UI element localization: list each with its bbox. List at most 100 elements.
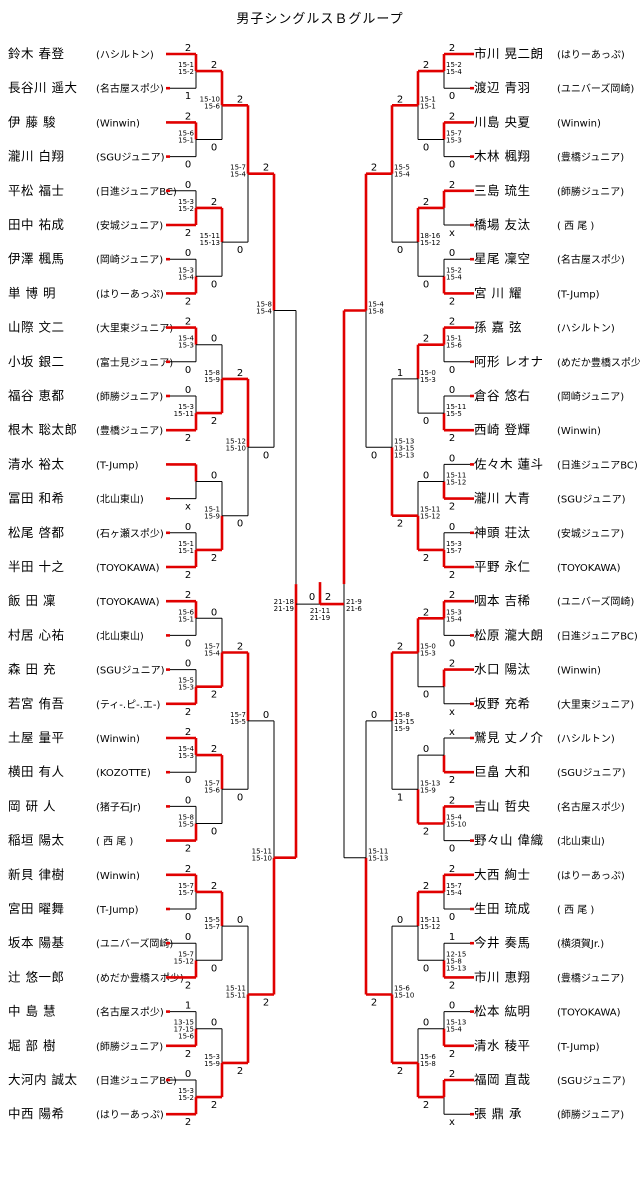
- player-name: 清水 裕太: [8, 456, 64, 471]
- set-score: 15-9: [420, 786, 436, 794]
- player-club: (名古屋スポ少): [557, 800, 625, 813]
- match-result: 0: [423, 963, 429, 974]
- set-score: 15-7: [230, 164, 246, 172]
- match-result: 0: [185, 659, 191, 670]
- final-score: 21-11: [310, 607, 330, 615]
- match-result: 2: [449, 1069, 455, 1080]
- final-score: 21-19: [310, 614, 330, 622]
- match-result: 0: [449, 385, 455, 396]
- set-score: 12-15: [446, 950, 466, 958]
- set-score: 15-6: [446, 342, 462, 350]
- player-name: 山際 文二: [8, 320, 64, 335]
- set-score: 15-7: [230, 711, 246, 719]
- player-club: (Winwin): [96, 118, 140, 129]
- player-name: 長谷川 遥大: [8, 80, 77, 95]
- match-result: 2: [423, 334, 429, 345]
- set-score: 15-1: [420, 95, 436, 103]
- match-result: 2: [423, 197, 429, 208]
- match-result: 0: [211, 963, 217, 974]
- match-result: 0: [185, 365, 191, 376]
- player-name: 孫 嘉 弦: [474, 320, 522, 335]
- player-club: (安城ジュニア): [557, 527, 624, 540]
- set-score: 15-6: [178, 130, 194, 138]
- set-score: 15-11: [226, 985, 246, 993]
- match-result: 2: [263, 163, 269, 174]
- set-score: 15-6: [204, 786, 220, 794]
- match-result: 0: [449, 248, 455, 259]
- player-name: 辻 悠一郎: [8, 969, 64, 984]
- set-score: 15-3: [178, 1087, 194, 1095]
- set-score: 15-11: [368, 848, 388, 856]
- set-score: 15-7: [178, 889, 194, 897]
- player-name: 田中 祐成: [8, 217, 64, 232]
- set-score: 15-3: [420, 376, 436, 384]
- match-result: 2: [185, 707, 191, 718]
- match-result: 2: [397, 642, 403, 653]
- player-club: (岡崎ジュニア): [557, 390, 624, 403]
- player-club: (名古屋スポ少): [96, 1006, 164, 1019]
- match-result: 2: [237, 94, 243, 105]
- set-score: 21-9: [346, 598, 362, 606]
- set-score: 15-9: [394, 725, 410, 733]
- player-club: (横須賀Jr.): [557, 937, 604, 950]
- set-score: 15-0: [420, 643, 436, 651]
- set-score: 15-11: [420, 506, 440, 514]
- match-result: 0: [449, 365, 455, 376]
- player-club: (SGUジュニア): [96, 153, 165, 164]
- set-score: 15-4: [446, 889, 462, 897]
- player-club: (はりーあっぷ): [96, 1109, 164, 1121]
- match-result: x: [449, 1117, 455, 1128]
- player-name: 稲垣 陽太: [8, 833, 64, 848]
- player-name: 坂本 陽基: [8, 935, 64, 950]
- player-club: (めだか豊橋スポ少): [96, 971, 184, 984]
- set-score: 15-7: [178, 950, 194, 958]
- match-result: 2: [371, 998, 377, 1009]
- set-score: 15-6: [178, 1033, 194, 1041]
- player-name: 冨田 和希: [8, 491, 64, 506]
- match-result: 2: [449, 795, 455, 806]
- match-result: 0: [185, 248, 191, 259]
- player-club: (豊橋ジュニア): [96, 424, 163, 437]
- set-score: 15-5: [230, 718, 246, 726]
- match-result: 0: [423, 690, 429, 701]
- player-club: (はりーあっぷ): [557, 870, 625, 882]
- match-result: 0: [185, 385, 191, 396]
- match-result: 0: [449, 638, 455, 649]
- set-score: 21-6: [346, 605, 362, 613]
- set-score: 15-2: [178, 1094, 194, 1102]
- match-result: x: [185, 502, 191, 513]
- set-score: 15-3: [446, 137, 462, 145]
- match-result: 0: [185, 775, 191, 786]
- player-club: (TOYOKAWA): [557, 563, 621, 574]
- match-result: 2: [449, 43, 455, 54]
- player-club: (T-Jump): [96, 460, 139, 471]
- set-score: 15-11: [174, 410, 194, 418]
- set-score: 15-10: [226, 444, 246, 452]
- match-result: 1: [397, 792, 403, 803]
- player-club: ( 西 尾 ): [557, 220, 594, 232]
- match-result: 2: [397, 519, 403, 530]
- match-result: 2: [449, 180, 455, 191]
- match-result: 2: [423, 607, 429, 618]
- set-score: 15-3: [178, 684, 194, 692]
- player-club: (名古屋スポ少): [557, 253, 625, 266]
- set-score: 15-8: [394, 711, 410, 719]
- player-name: 坂野 充希: [474, 696, 530, 711]
- match-result: 2: [449, 570, 455, 581]
- match-result: 2: [185, 844, 191, 855]
- final-result: 0: [309, 592, 315, 603]
- match-result: 2: [185, 433, 191, 444]
- player-club: (日進ジュニアBC): [96, 186, 177, 198]
- player-name: 巨畠 大和: [474, 764, 530, 779]
- match-result: 0: [449, 522, 455, 533]
- set-score: 15-7: [204, 779, 220, 787]
- set-score: 17-15: [174, 1026, 194, 1034]
- player-name: 松本 紘明: [474, 1004, 530, 1019]
- set-score: 15-5: [204, 916, 220, 924]
- bracket-title: 男子シングルスＢグループ: [236, 12, 404, 27]
- set-score: 15-8: [204, 369, 220, 377]
- player-name: 平野 永仁: [474, 559, 530, 574]
- player-club: (Winwin): [557, 666, 601, 677]
- player-name: 平松 福士: [8, 183, 64, 198]
